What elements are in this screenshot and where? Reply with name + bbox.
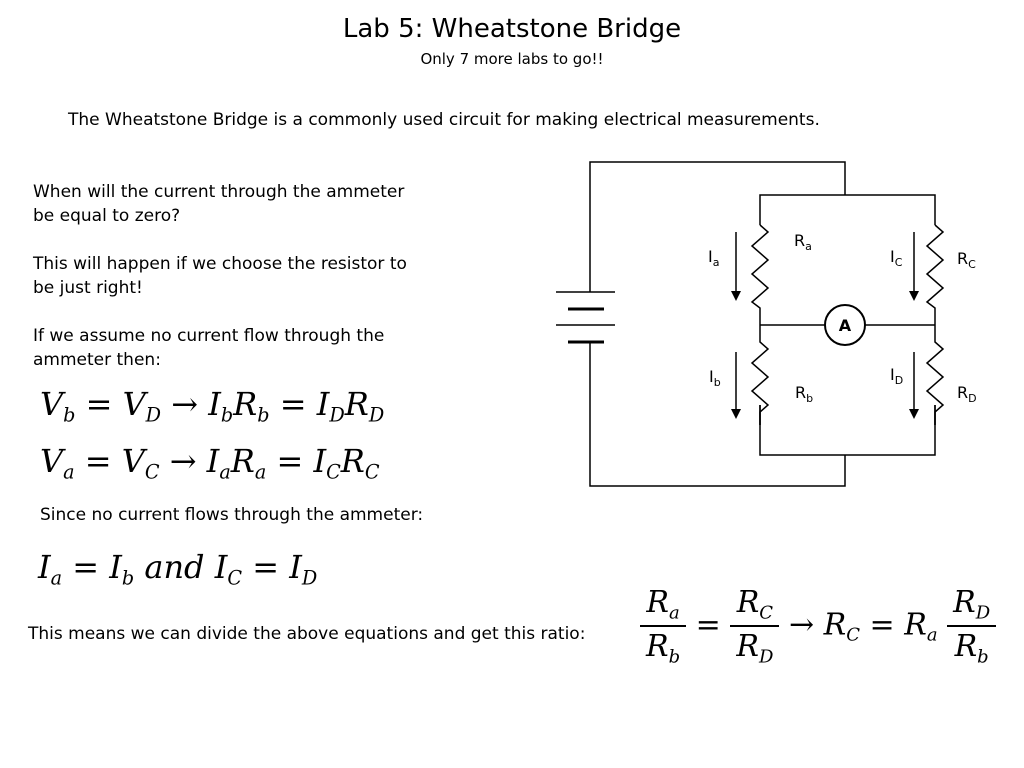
since-text: Since no current flows through the ammet… bbox=[40, 505, 424, 525]
bridge-bottom-wire bbox=[759, 405, 936, 456]
bridge-top-wire bbox=[759, 194, 936, 225]
answer-line-2: be just right! bbox=[33, 278, 143, 298]
ammeter-circle bbox=[824, 304, 866, 346]
label-ra: Ra bbox=[794, 231, 812, 253]
fraction-ra-rb: Ra Rb bbox=[640, 585, 687, 668]
label-ia: Ia bbox=[708, 247, 719, 269]
resistor-ra bbox=[750, 224, 770, 325]
fraction-rc-rd: RC RD bbox=[730, 585, 780, 668]
assume-line-2: ammeter then: bbox=[33, 350, 161, 370]
outer-wire-bottom bbox=[589, 342, 846, 487]
ratio-equation: Ra Rb = RC RD → RC = Ra RD Rb bbox=[640, 585, 997, 668]
equation-currents-equal: Ia = Ib and IC = ID bbox=[38, 548, 318, 590]
assume-line-1: If we assume no current flow through the bbox=[33, 326, 385, 346]
label-ic: IC bbox=[890, 247, 903, 269]
ammeter-label: A bbox=[839, 316, 852, 335]
label-rb: Rb bbox=[795, 383, 813, 405]
label-id: ID bbox=[890, 365, 903, 387]
equation-va-vc: Va = VC → IaRa = ICRC bbox=[40, 442, 380, 484]
answer-paragraph: This will happen if we choose the resist… bbox=[33, 252, 407, 300]
equation-vb-vd: Vb = VD → IbRb = IDRD bbox=[40, 385, 385, 427]
question-line-2: be equal to zero? bbox=[33, 206, 181, 226]
slide-title: Lab 5: Wheatstone Bridge bbox=[342, 14, 682, 44]
resistor-rc bbox=[925, 224, 945, 325]
label-ib: Ib bbox=[709, 367, 721, 389]
resistor-rb bbox=[750, 325, 770, 425]
assume-paragraph: If we assume no current flow through the… bbox=[33, 324, 384, 372]
wheatstone-bridge-diagram: A Ia Ib IC ID Ra Rb RC RD bbox=[556, 161, 977, 487]
fraction-rd-rb: RD Rb bbox=[947, 585, 997, 668]
intro-text: The Wheatstone Bridge is a commonly used… bbox=[68, 110, 820, 130]
label-rd: RD bbox=[957, 383, 977, 405]
question-paragraph: When will the current through the ammete… bbox=[33, 180, 404, 228]
ratio-text: This means we can divide the above equat… bbox=[28, 624, 586, 644]
resistor-rd bbox=[925, 325, 945, 425]
slide-subtitle: Only 7 more labs to go!! bbox=[420, 50, 604, 68]
answer-line-1: This will happen if we choose the resist… bbox=[33, 254, 407, 274]
question-line-1: When will the current through the ammete… bbox=[33, 182, 405, 202]
label-rc: RC bbox=[957, 249, 976, 271]
outer-wire bbox=[589, 161, 846, 292]
